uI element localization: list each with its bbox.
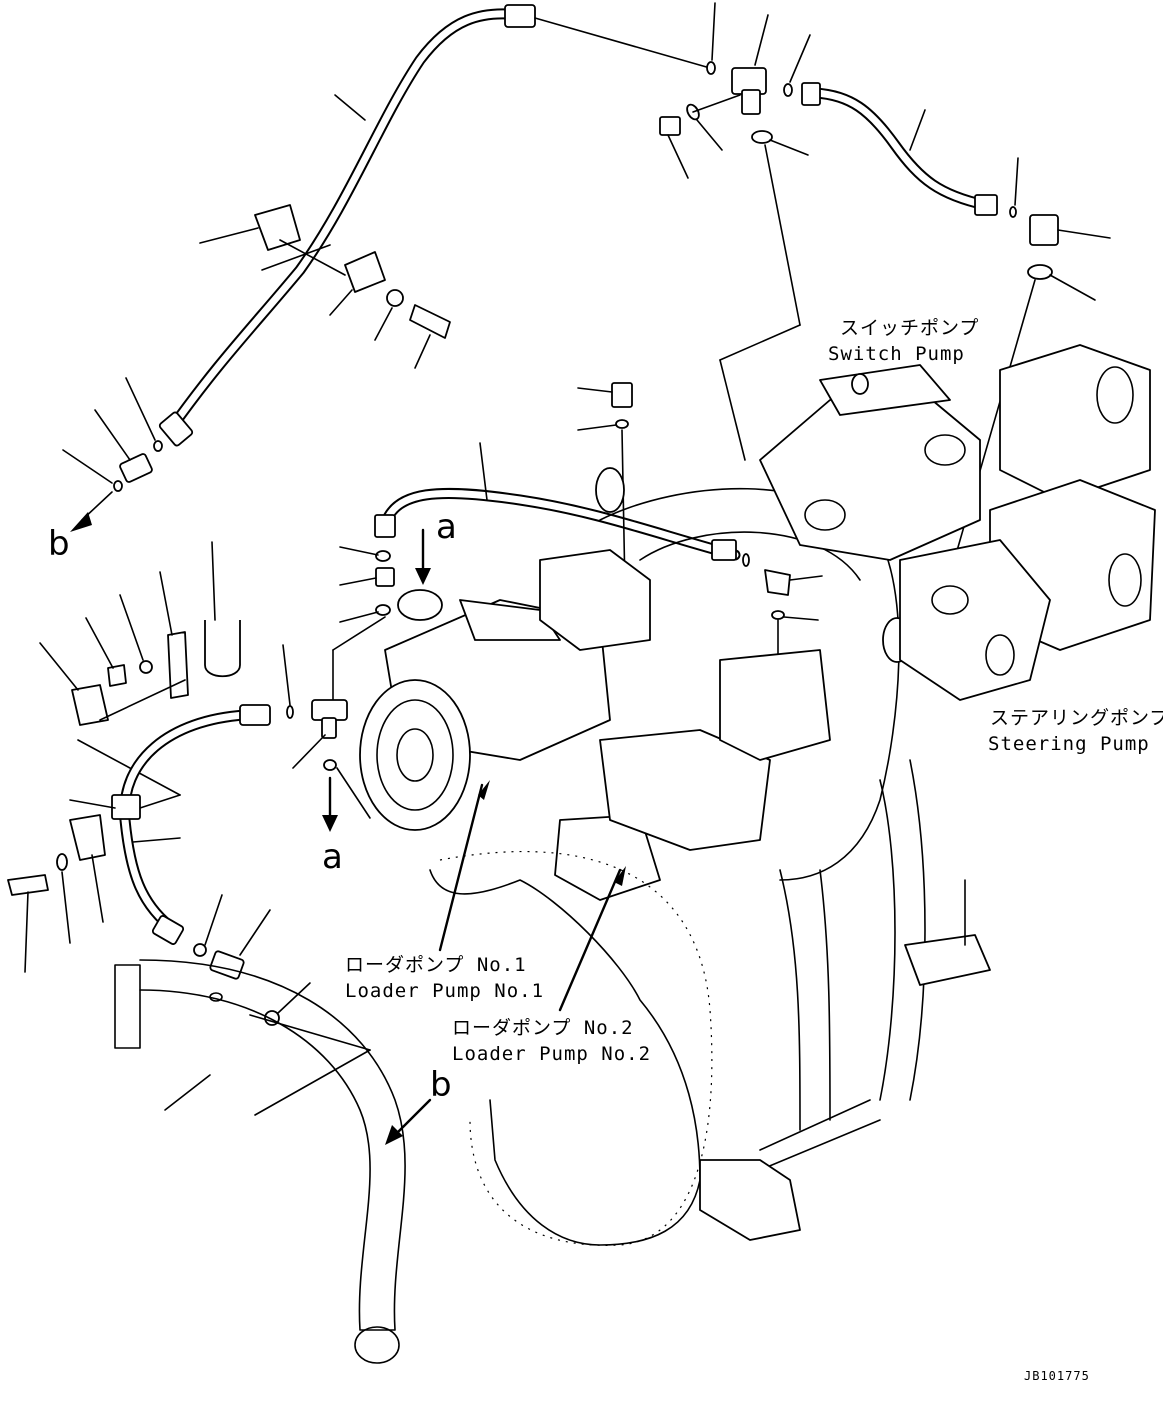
middle-left-fittings [282,528,431,832]
top-hose-clamp [199,204,451,369]
switch-pump-label-en: Switch Pump [828,343,965,365]
callout-a-bottom: a [322,837,343,877]
callout-a-top: a [436,507,457,547]
left-fittings [62,377,163,532]
middle-hose [374,442,750,567]
loader-pump-2-label-en: Loader Pump No.2 [452,1043,652,1065]
top-right-hose [719,82,1111,576]
top-right-fittings [659,2,811,179]
switch-pump-top-fittings [577,382,823,691]
loader-pump-2-label-jp: ローダポンプ No.2 [452,1017,634,1039]
lower-left-clamp-assembly [39,541,241,809]
callout-b-bottom: b [430,1065,452,1105]
loader-pump-1-label-en: Loader Pump No.1 [345,980,545,1002]
suction-pipe [114,959,432,1364]
switch-pump-label-jp: スイッチポンプ [840,317,980,339]
pump-assembly-outline [359,344,1156,1246]
lower-left-hose [7,704,311,1026]
top-long-hose [158,4,711,447]
label-leaders [438,780,626,1012]
callout-b-left: b [48,524,70,564]
steering-pump-label-en: Steering Pump [988,733,1150,755]
loader-pump-1-label-jp: ローダポンプ No.1 [345,954,527,976]
steering-pump-label-jp: ステアリングポンプ [990,707,1163,729]
drawing-code: JB101775 [1024,1369,1090,1383]
